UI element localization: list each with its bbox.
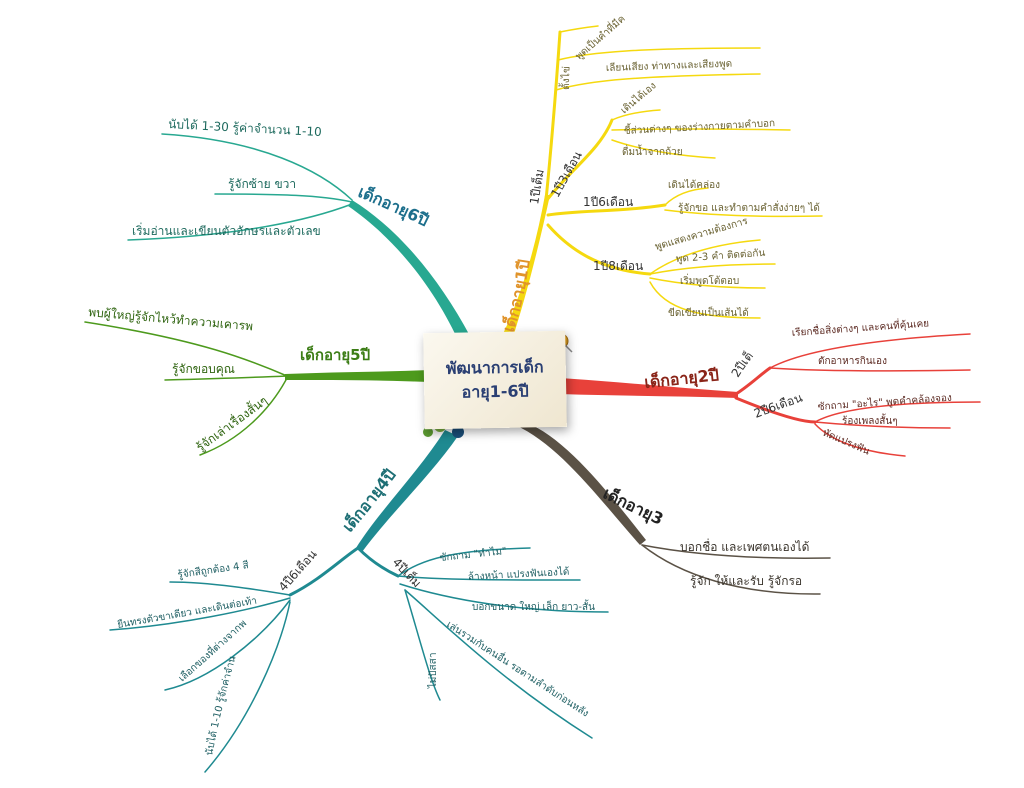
lines-age5 <box>84 321 430 456</box>
age3-leaf: บอกชื่อ และเพศตนเองได้ <box>680 538 809 554</box>
age4-leaf: ล้างหน้า แปรงฟันเองได้ <box>468 566 570 583</box>
central-topic-line2: อายุ1-6ปี <box>461 381 529 402</box>
age1-sub2-label: 1ปี3เดือน <box>548 149 585 200</box>
lines-age4 <box>109 430 609 773</box>
age1-leaf: ขีดเขียนเป็นเส้นได้ <box>668 305 749 319</box>
age1-branch-label: เด็กอายุ1ปี <box>498 258 533 334</box>
age5-leaf: รู้จักเล่าเรื่องสั้นๆ <box>192 392 270 455</box>
age1-leaf: เลียนเสียง ท่าทางและเสียงพูด <box>606 58 733 74</box>
lines-age2 <box>560 333 981 457</box>
central-topic[interactable]: พัฒนาการเด็ก อายุ1-6ปี <box>423 330 567 430</box>
age4-leaf: ซักถาม "ทำไม" <box>439 545 507 564</box>
age4-branch-label: เด็กอายุ4ปี <box>338 465 399 535</box>
age4-leaf: รู้จักสีถูกต้อง 4 สี <box>177 559 250 581</box>
age1-sub4-label: 1ปี8เดือน <box>593 259 643 273</box>
central-topic-line1: พัฒนาการเด็ก <box>445 357 544 378</box>
age1-leaf: พูดเป็นคำที่มีความหมาย เช่น พ่อ แม่ <box>0 0 628 62</box>
age1-leaf: ชี้ส่วนต่างๆ ของร่างกายตามคำบอก <box>623 115 775 137</box>
age4-leaf: บอกขนาด ใหญ่ เล็ก ยาว-สั้น <box>472 599 595 613</box>
age4-leaf: เล่นรวมกับคนอื่น รอตามลำดับก่อนหลัง <box>444 617 592 720</box>
age2-leaf: หัดแปรงฟัน <box>821 428 872 458</box>
age4-sub2-label: 4ปี6เดือน <box>276 547 320 594</box>
age6-branch-label: เด็กอายุ6ปี <box>355 182 431 230</box>
age4-leaf: เลือกของที่ต่างจากพวกได้ <box>0 0 249 684</box>
age6-leaf: รู้จักซ้าย ขวา <box>228 177 296 192</box>
age1-leaf: พูด 2-3 คำ ติดต่อกัน <box>675 248 765 265</box>
age1-leaf: เดินได้คล่อง <box>668 179 720 191</box>
age2-leaf: ซักถาม "อะไร" พูดคำคล้องจอง <box>817 392 952 413</box>
lines-age6 <box>127 133 470 340</box>
age1-leaf: เริ่มพูดโต้ตอบ <box>680 273 739 287</box>
age2-leaf: ตักอาหารกินเอง <box>818 356 887 367</box>
age2-sub2-label: 2ปี6เดือน <box>752 390 804 420</box>
age1-sub3-label: 1ปี6เดือน <box>583 195 633 209</box>
pin-icon <box>452 426 464 438</box>
age1-sub1-label: 1ปีเต็ม <box>527 168 547 205</box>
age6-leaf: เริ่มอ่านและเขียนตัวอักษรและตัวเลข <box>132 222 321 238</box>
lines-age1 <box>500 25 823 340</box>
age1-leaf: ตั้งไข่ <box>558 66 573 90</box>
lines-age3 <box>515 422 831 595</box>
age3-leaf: รู้จัก ให้และรับ รู้จักรอ <box>690 574 802 589</box>
age2-leaf: ร้องเพลงสั้นๆ <box>842 413 898 427</box>
age5-leaf: รู้จักขอบคุณ <box>172 362 235 377</box>
age5-branch-label: เด็กอายุ5ปี <box>300 345 370 365</box>
age2-leaf: เรียกชื่อสิ่งต่างๆ และคนที่คุ้นเคย <box>791 315 929 339</box>
age1-leaf: ดื่มน้ำจากถ้วย <box>622 144 683 158</box>
age1-leaf: รู้จักขอ และทำตามคำสั่งง่ายๆ ได้ <box>678 200 820 214</box>
age4-sub1-label: 4ปีเต็ม <box>390 555 424 590</box>
age5-leaf: พบผู้ใหญ่รู้จักไหว้ทำความเคารพ <box>88 305 254 334</box>
age1-leaf: พูดแสดงความต้องการ <box>654 215 750 253</box>
